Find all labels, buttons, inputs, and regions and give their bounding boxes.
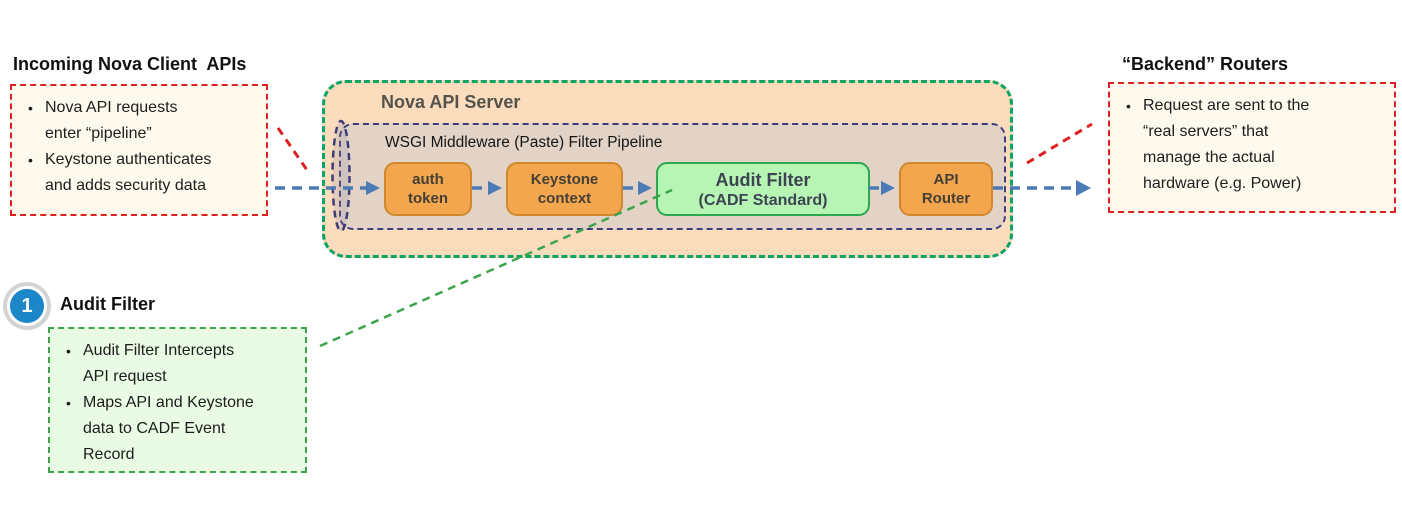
step-1-badge: 1: [7, 286, 47, 326]
wsgi-pipeline-label: WSGI Middleware (Paste) Filter Pipeline: [385, 134, 663, 151]
red-connector-right: [1026, 122, 1093, 165]
note-bullet: Nova API requests enter “pipeline”: [28, 95, 260, 147]
left-note-title: Incoming Nova Client APIs: [13, 54, 247, 74]
note-bullet: Audit Filter Intercepts API request: [66, 338, 299, 390]
bullet-icon: [28, 147, 45, 199]
audit-filter-callout-title: Audit Filter: [60, 294, 155, 314]
audit-filter-note-box: Audit Filter Intercepts API request Maps…: [48, 327, 307, 473]
arrowhead-icon: [1076, 180, 1091, 196]
note-bullet: Keystone authenticates and adds security…: [28, 147, 260, 199]
backend-routers-note-box: Request are sent to the “real servers” t…: [1108, 82, 1396, 213]
nova-api-server-box: Nova API Server WSGI Middleware (Paste) …: [322, 80, 1013, 258]
stage-auth-token: auth token: [384, 162, 472, 216]
incoming-apis-note-box: Nova API requests enter “pipeline” Keyst…: [10, 84, 268, 216]
wsgi-pipeline-box: WSGI Middleware (Paste) Filter Pipeline …: [339, 123, 1006, 230]
bullet-icon: [66, 390, 83, 468]
stage-api-router: API Router: [899, 162, 993, 216]
red-connector-left: [276, 127, 309, 171]
note-bullet: Maps API and Keystone data to CADF Event…: [66, 390, 299, 468]
note-bullet: Request are sent to the “real servers” t…: [1126, 93, 1388, 197]
nova-api-server-title: Nova API Server: [381, 92, 521, 112]
bullet-icon: [66, 338, 83, 390]
step-number: 1: [21, 294, 33, 317]
bullet-icon: [1126, 93, 1143, 197]
stage-keystone-context: Keystone context: [506, 162, 623, 216]
stage-audit-filter: Audit Filter (CADF Standard): [656, 162, 870, 216]
bullet-icon: [28, 95, 45, 147]
backend-routers-title: “Backend” Routers: [1122, 54, 1289, 74]
